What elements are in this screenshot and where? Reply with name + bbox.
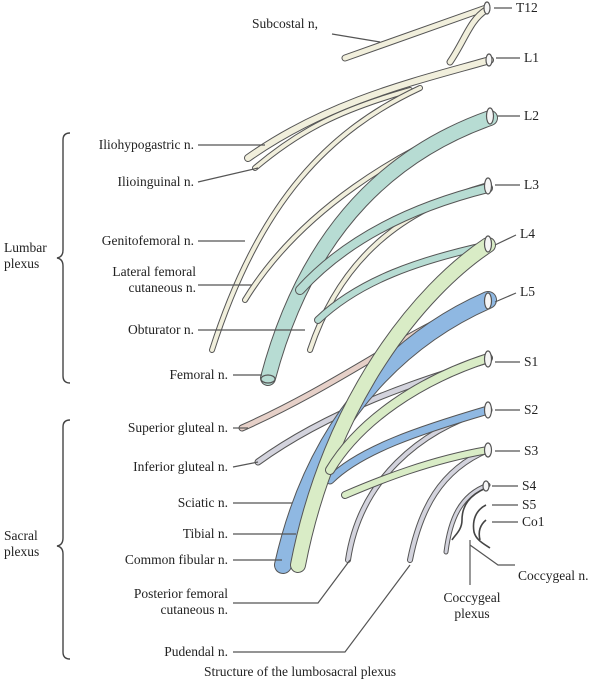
root-label-s2: S2	[524, 402, 539, 417]
femoral-nerve	[260, 110, 498, 386]
lumbar-plexus-label: Lumbar plexus	[4, 240, 47, 271]
inferior-gluteal-label: Inferior gluteal n.	[133, 459, 228, 474]
figure-caption: Structure of the lumbosacral plexus	[204, 664, 396, 679]
superior-gluteal-label: Superior gluteal n.	[127, 420, 228, 435]
common-fibular-label: Common fibular n.	[124, 552, 228, 567]
subcostal-label: Subcostal n,	[252, 16, 318, 31]
coccygeal-nerve-label: Coccygeal n.	[518, 568, 589, 583]
root-label-s3: S3	[524, 443, 539, 458]
root-label-s5: S5	[522, 497, 537, 512]
sciatic-label: Sciatic n.	[177, 495, 228, 510]
ilioinguinal-nerve	[252, 87, 413, 171]
root-label-s4: S4	[522, 478, 537, 493]
genitofemoral-label: Genitofemoral n.	[101, 233, 194, 248]
leader-lines	[197, 33, 515, 653]
tibial-label: Tibial n.	[182, 526, 228, 541]
lumbar-bracket	[56, 132, 71, 384]
tibial-nerve	[290, 237, 496, 573]
root-label-l1: L1	[524, 50, 539, 65]
root-label-t12: T12	[516, 0, 538, 15]
root-leader-lines	[492, 7, 520, 523]
root-label-s1: S1	[524, 354, 539, 369]
ilioinguinal-label: Ilioinguinal n.	[117, 174, 195, 189]
pudendal-label: Pudendal n.	[164, 644, 228, 659]
root-label-l3: L3	[524, 177, 539, 192]
femoral-nerve-end	[260, 374, 276, 384]
femoral-label: Femoral n.	[169, 367, 229, 382]
iliohypogastric-label: Iliohypogastric n.	[98, 137, 194, 152]
posterior-femoral-cutaneous-label: Posterior femoral cutaneous n.	[133, 586, 228, 617]
root-caps	[482, 1, 495, 492]
root-label-l5: L5	[520, 284, 535, 299]
coccygeal-plexus-drawing	[451, 487, 491, 549]
coccygeal-plexus-label: Coccygeal plexus	[443, 590, 501, 621]
lateral-femoral-cutaneous-label: Lateral femoral cutaneous n.	[112, 264, 196, 295]
root-label-co1: Co1	[522, 514, 545, 529]
obturator-label: Obturator n.	[128, 322, 194, 337]
sacral-bracket	[56, 419, 71, 660]
root-label-l4: L4	[520, 226, 535, 241]
sacral-plexus-label: Sacral plexus	[4, 528, 40, 559]
root-label-l2: L2	[524, 108, 539, 123]
